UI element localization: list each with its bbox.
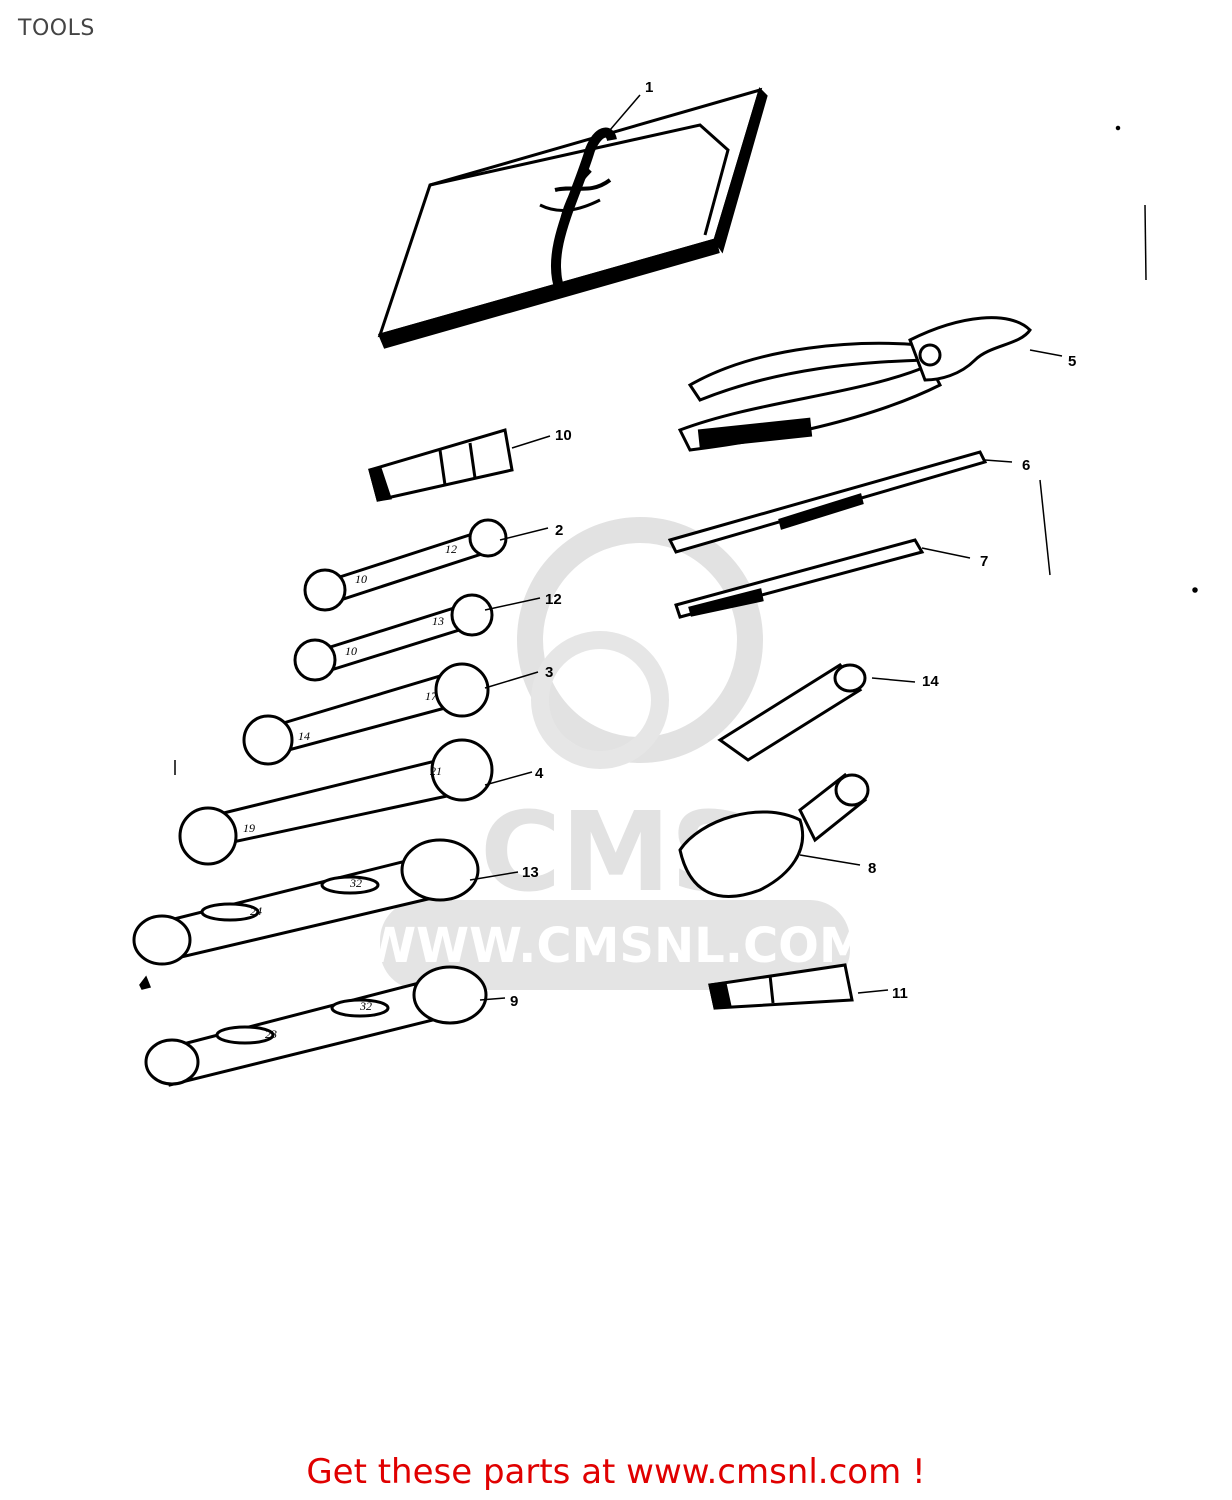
callout-4: 4 bbox=[535, 765, 544, 782]
callout-9: 9 bbox=[510, 993, 518, 1010]
watermark-mascot-head bbox=[517, 517, 763, 763]
callout-numbers: 1 2 3 4 5 6 7 8 9 10 11 12 13 14 bbox=[510, 79, 1076, 1010]
callout-5: 5 bbox=[1068, 353, 1076, 370]
pliers bbox=[677, 316, 1063, 452]
callout-2: 2 bbox=[555, 522, 563, 539]
box-wrench-9 bbox=[144, 965, 506, 1087]
watermark-url-band bbox=[380, 900, 850, 990]
callout-11: 11 bbox=[892, 985, 908, 1002]
wrench-4 bbox=[178, 738, 533, 866]
w13-size-b: 32 bbox=[349, 876, 362, 890]
w4-size-a: 19 bbox=[243, 821, 255, 835]
w12-size-b: 13 bbox=[432, 614, 444, 628]
adapter-14 bbox=[717, 663, 916, 762]
handle-8 bbox=[678, 772, 870, 898]
w9-size-b: 32 bbox=[359, 999, 372, 1013]
plug-wrench-11 bbox=[708, 963, 889, 1010]
screwdriver-7 bbox=[674, 538, 971, 619]
callout-6: 6 bbox=[1022, 457, 1030, 474]
callout-3: 3 bbox=[545, 664, 553, 681]
wrench-12 bbox=[293, 593, 541, 682]
w4-size-b: 21 bbox=[430, 764, 442, 778]
footer-promo[interactable]: Get these parts at www.cmsnl.com ! bbox=[306, 1452, 926, 1492]
watermark-url: WWW.CMSNL.COM bbox=[363, 918, 867, 974]
w9-size-a: 23 bbox=[265, 1027, 277, 1041]
tool-bag bbox=[377, 87, 768, 349]
w12-size-a: 10 bbox=[345, 644, 357, 658]
callout-8: 8 bbox=[868, 860, 876, 877]
w2-size-a: 10 bbox=[355, 572, 367, 586]
callout-7: 7 bbox=[980, 553, 988, 570]
w3-size-b: 17 bbox=[425, 689, 438, 703]
callout-13: 13 bbox=[522, 864, 539, 881]
w2-size-b: 12 bbox=[445, 542, 457, 556]
page-title: TOOLS bbox=[18, 16, 95, 41]
tools-diagram: CMS WWW.CMSNL.COM bbox=[132, 79, 1198, 1087]
wrench-2 bbox=[303, 518, 549, 612]
callout-14: 14 bbox=[922, 673, 939, 690]
w13-size-a: 24 bbox=[250, 904, 262, 918]
plug-wrench-10 bbox=[368, 428, 551, 502]
wrench-size-labels: 10 12 10 13 14 17 19 21 24 32 23 32 bbox=[243, 542, 457, 1041]
callout-1: 1 bbox=[645, 79, 653, 96]
callout-10: 10 bbox=[555, 427, 572, 444]
screwdriver-handle-6 bbox=[667, 450, 1013, 554]
callout-12: 12 bbox=[545, 591, 562, 608]
scan-marks bbox=[139, 125, 1198, 990]
watermark-mascot-face bbox=[531, 631, 669, 769]
wrench-3 bbox=[242, 662, 539, 766]
box-wrench-13 bbox=[132, 838, 519, 966]
w3-size-a: 14 bbox=[298, 729, 310, 743]
